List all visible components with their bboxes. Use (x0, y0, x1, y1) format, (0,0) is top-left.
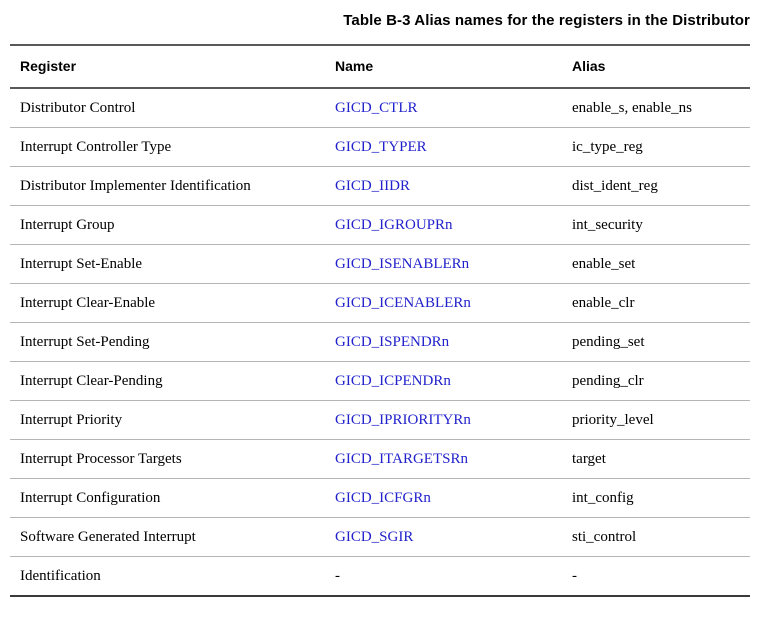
register-name-link[interactable]: GICD_ITARGETSRn (335, 451, 468, 467)
column-header-alias: Alias (572, 44, 750, 89)
cell-name: GICD_ICENABLERn (335, 283, 572, 323)
cell-name: GICD_ITARGETSRn (335, 439, 572, 479)
register-name-text: - (335, 568, 340, 584)
cell-alias: enable_set (572, 244, 750, 284)
cell-alias: - (572, 556, 750, 597)
register-name-link[interactable]: GICD_ISPENDRn (335, 334, 450, 350)
cell-name: GICD_IGROUPRn (335, 205, 572, 245)
cell-alias: sti_control (572, 517, 750, 557)
cell-register: Interrupt Configuration (10, 478, 335, 518)
cell-register: Software Generated Interrupt (10, 517, 335, 557)
register-name-link[interactable]: GICD_ICFGRn (335, 490, 431, 506)
cell-name: GICD_SGIR (335, 517, 572, 557)
table-caption: Table B-3 Alias names for the registers … (343, 12, 750, 29)
cell-alias: int_config (572, 478, 750, 518)
cell-register: Identification (10, 556, 335, 597)
cell-alias: priority_level (572, 400, 750, 440)
cell-register: Interrupt Group (10, 205, 335, 245)
register-name-link[interactable]: GICD_ICPENDRn (335, 373, 451, 389)
cell-name: GICD_ISENABLERn (335, 244, 572, 284)
table-header-row: Register Name Alias (10, 44, 750, 89)
table-row: Identification-- (10, 556, 750, 597)
cell-register: Distributor Control (10, 88, 335, 128)
cell-name: GICD_IPRIORITYRn (335, 400, 572, 440)
register-name-link[interactable]: GICD_TYPER (335, 139, 427, 155)
register-name-link[interactable]: GICD_SGIR (335, 529, 414, 545)
cell-alias: enable_clr (572, 283, 750, 323)
cell-name: GICD_IIDR (335, 166, 572, 206)
cell-register: Interrupt Controller Type (10, 127, 335, 167)
cell-name: - (335, 556, 572, 597)
cell-name: GICD_ICFGRn (335, 478, 572, 518)
cell-alias: enable_s, enable_ns (572, 88, 750, 128)
cell-alias: dist_ident_reg (572, 166, 750, 206)
cell-alias: pending_set (572, 322, 750, 362)
cell-alias: ic_type_reg (572, 127, 750, 167)
cell-register: Interrupt Priority (10, 400, 335, 440)
cell-register: Interrupt Set-Pending (10, 322, 335, 362)
column-header-register: Register (10, 44, 335, 89)
cell-name: GICD_ISPENDRn (335, 322, 572, 362)
cell-name: GICD_TYPER (335, 127, 572, 167)
cell-register: Distributor Implementer Identification (10, 166, 335, 206)
table-header: Register Name Alias (10, 44, 750, 89)
cell-alias: target (572, 439, 750, 479)
cell-register: Interrupt Clear-Pending (10, 361, 335, 401)
register-name-link[interactable]: GICD_IIDR (335, 178, 410, 194)
column-header-name: Name (335, 44, 572, 89)
register-name-link[interactable]: GICD_IPRIORITYRn (335, 412, 471, 428)
register-name-link[interactable]: GICD_CTLR (335, 100, 418, 116)
cell-alias: int_security (572, 205, 750, 245)
register-name-link[interactable]: GICD_ISENABLERn (335, 256, 470, 272)
cell-register: Interrupt Set-Enable (10, 244, 335, 284)
register-name-link[interactable]: GICD_IGROUPRn (335, 217, 453, 233)
cell-register: Interrupt Processor Targets (10, 439, 335, 479)
cell-name: GICD_ICPENDRn (335, 361, 572, 401)
cell-register: Interrupt Clear-Enable (10, 283, 335, 323)
register-name-link[interactable]: GICD_ICENABLERn (335, 295, 471, 311)
cell-alias: pending_clr (572, 361, 750, 401)
cell-name: GICD_CTLR (335, 88, 572, 128)
